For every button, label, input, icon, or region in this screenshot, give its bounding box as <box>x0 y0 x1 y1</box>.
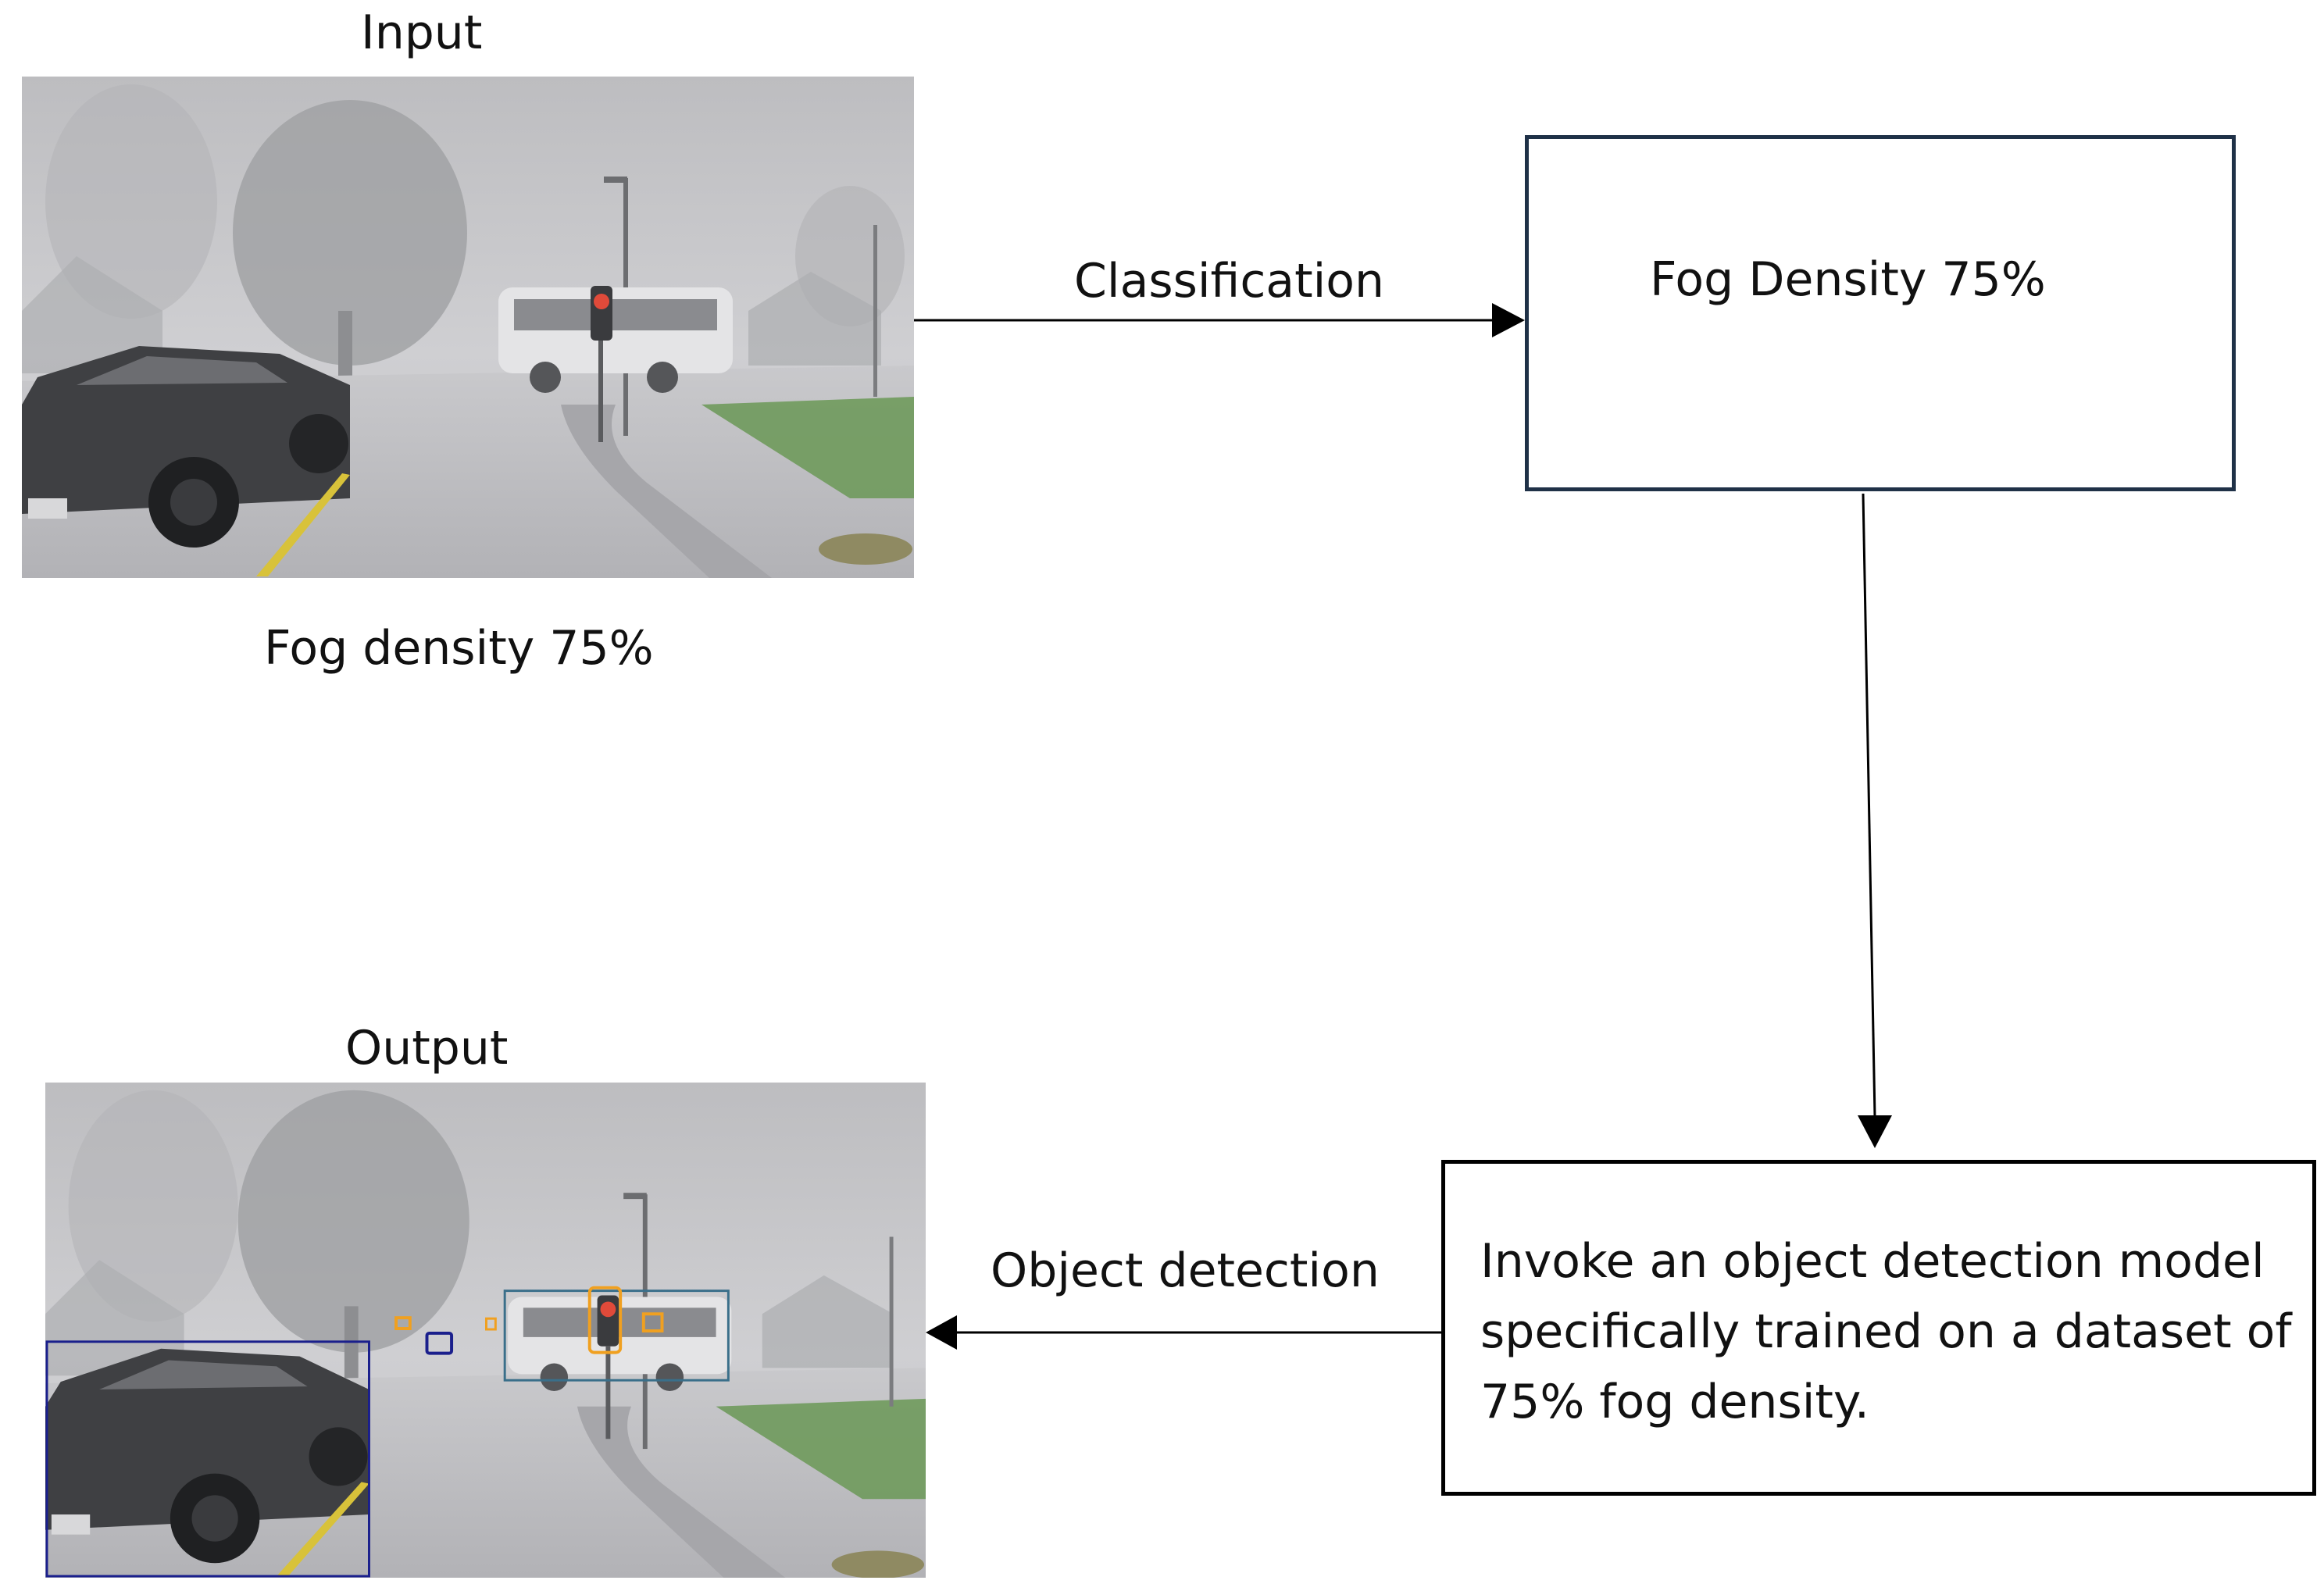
output-title: Output <box>345 1021 509 1076</box>
classification-arrowhead <box>1492 303 1525 337</box>
bus-detection-box <box>503 1290 730 1382</box>
object-detection-arrowhead <box>926 1315 957 1350</box>
traffic-light-detection-box <box>587 1286 623 1354</box>
output-detection-scene-image <box>45 1083 926 1578</box>
model-box-line-2: specifically trained on a dataset of <box>1480 1304 2292 1359</box>
model-box-line-1: Invoke an object detection model <box>1480 1234 2265 1289</box>
small-detection-box-blue <box>425 1331 454 1355</box>
down-arrowhead <box>1858 1115 1892 1148</box>
small-detection-box-orange-2 <box>394 1316 412 1330</box>
fog-density-box: Fog Density 75% <box>1525 135 2236 491</box>
down-arrow <box>1862 493 1876 1118</box>
fog-density-box-text: Fog Density 75% <box>1650 252 2046 307</box>
model-invocation-box: Invoke an object detection model specifi… <box>1441 1160 2316 1496</box>
small-detection-box-orange <box>641 1312 664 1332</box>
model-box-line-3: 75% fog density. <box>1480 1375 1869 1429</box>
input-caption: Fog density 75% <box>264 621 654 676</box>
edge-label-object-detection: Object detection <box>991 1243 1380 1298</box>
small-detection-box-orange-3 <box>485 1317 497 1331</box>
input-foggy-scene-image <box>22 77 914 578</box>
edge-label-classification: Classification <box>1074 254 1385 309</box>
car-detection-box <box>45 1340 370 1578</box>
input-title: Input <box>361 5 483 60</box>
